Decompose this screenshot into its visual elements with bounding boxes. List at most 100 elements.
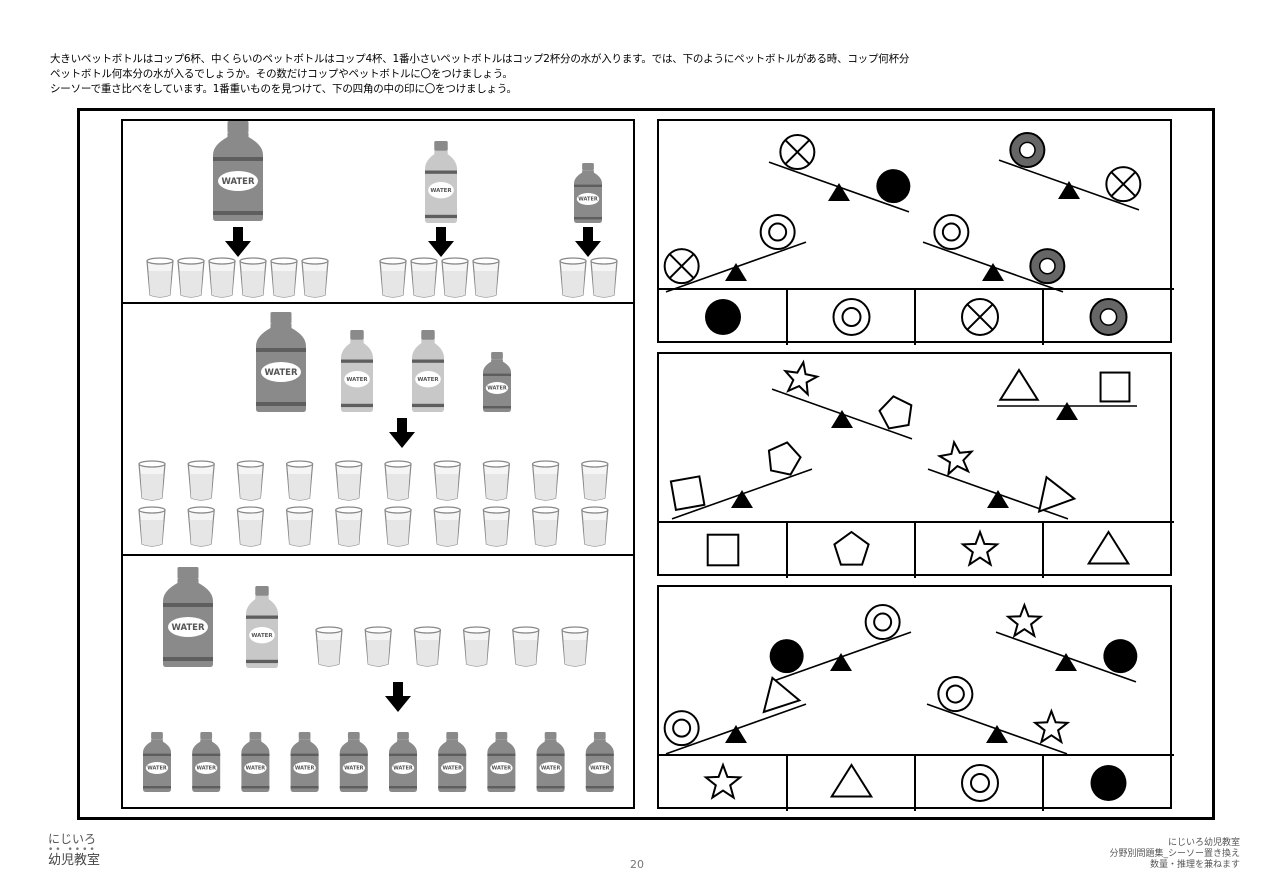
seesaw-panel-1: [657, 119, 1174, 345]
bottle-label: WATER: [246, 766, 266, 772]
answer-cell-star[interactable]: [917, 523, 1043, 576]
star-icon: [960, 529, 1000, 567]
cup-icon: [441, 257, 469, 298]
cup-icon: [187, 506, 215, 547]
black-circle-icon: [769, 639, 804, 674]
bottle-small-icon: WATER: [241, 732, 270, 792]
bottle-small-icon: WATER: [487, 732, 516, 792]
answer-cell-pentagon[interactable]: [789, 523, 915, 576]
seesaw: [663, 676, 807, 755]
cup-icon: [146, 257, 174, 298]
seesaw-plank: [665, 703, 807, 755]
seesaw: [663, 214, 807, 293]
footer-credit-3: 数量・推理を兼ねます: [1149, 860, 1240, 870]
bottle-small-icon: WATER: [536, 732, 565, 792]
cup-icon: [236, 460, 265, 501]
triangle-icon: [1086, 530, 1131, 565]
cup-icon: [559, 257, 587, 298]
double-circle-icon: [832, 298, 871, 336]
fulcrum-icon: [1055, 653, 1077, 671]
seesaw-plank: [927, 468, 1069, 520]
cup-icon: [138, 460, 166, 501]
seesaw-plank: [665, 241, 807, 293]
fulcrum-icon: [731, 490, 753, 508]
cup-icon: [208, 257, 236, 298]
answer-cell-triangle[interactable]: [789, 756, 915, 809]
cup-icon: [138, 506, 166, 547]
bottle-large-icon: WATER: [163, 567, 213, 667]
bottle-small-icon: WATER: [192, 732, 221, 792]
cup-icon: [482, 506, 511, 547]
cup-icon: [379, 257, 407, 298]
bottle-label: WATER: [196, 766, 216, 772]
pentagon-icon: [833, 530, 870, 566]
star-icon: [936, 439, 975, 477]
cup-icon: [581, 506, 609, 547]
bottle-label: WATER: [295, 766, 315, 772]
answer-cell-double-circle[interactable]: [789, 290, 915, 343]
page-number: 20: [630, 858, 644, 871]
answer-cell-cross-circle[interactable]: [917, 290, 1043, 343]
answer-cell-star[interactable]: [660, 756, 786, 809]
answer-row: [659, 521, 1174, 578]
seesaw: [769, 604, 912, 683]
answer-cell-square[interactable]: [660, 523, 786, 576]
bottle-label: WATER: [393, 766, 413, 772]
double-circle-icon: [864, 604, 901, 641]
footer-credit-2: 分野別問題集_シーソー置き換え: [1109, 849, 1240, 859]
fulcrum-icon: [831, 410, 853, 428]
seesaw-panel-1-drawing: [659, 132, 1174, 345]
answer-row: [659, 288, 1174, 345]
down-arrow-icon: [428, 227, 454, 257]
seesaw-plank: [998, 159, 1140, 211]
cup-icon: [590, 257, 618, 298]
cup-icon: [384, 460, 412, 501]
logo: にじいろ •• •••• 幼児教室: [48, 832, 100, 868]
seesaw: [768, 134, 911, 213]
cup-icon: [512, 626, 540, 667]
pentagon-icon: [767, 441, 802, 476]
bottle-small-icon: WATER: [438, 732, 467, 792]
fulcrum-icon: [725, 725, 747, 743]
bottle-large-icon: WATER: [213, 121, 263, 221]
cup-icon: [482, 460, 511, 501]
seesaw-panel-3-drawing: [659, 602, 1174, 811]
down-arrow-icon: [389, 418, 415, 448]
double-circle-icon: [961, 764, 999, 802]
answer-cell-gray-ring[interactable]: [1046, 290, 1172, 343]
star-icon: [703, 762, 743, 800]
fulcrum-icon: [725, 263, 747, 281]
bottle-small-icon: WATER: [389, 732, 417, 792]
answer-cell-triangle[interactable]: [1046, 523, 1172, 576]
worksheet-frame: [77, 108, 1215, 820]
cup-icon: [315, 626, 343, 667]
triangle-icon: [762, 676, 802, 714]
seesaw-panel-2-drawing: [659, 359, 1174, 578]
seesaw: [995, 602, 1138, 683]
bottle-label: WATER: [578, 197, 598, 203]
logo-line-2: 幼児教室: [48, 853, 101, 868]
answer-cell-black-circle[interactable]: [660, 290, 786, 343]
pentagon-icon: [878, 395, 913, 430]
instruction-line-1: 大きいペットボトルはコップ6杯、中くらいのペットボトルはコップ4杯、1番小さいペ…: [50, 53, 910, 65]
cup-icon: [472, 257, 500, 298]
black-circle-icon: [876, 169, 911, 204]
seesaw-plank: [768, 161, 910, 213]
answer-cell-black-circle[interactable]: [1046, 756, 1172, 809]
cup-icon: [177, 257, 205, 298]
logo-line-1: にじいろ: [48, 832, 97, 846]
triangle-icon: [1037, 475, 1077, 514]
footer-credits: にじいろ幼児教室 分野別問題集_シーソー置き換え 数量・推理を兼ねます: [1109, 838, 1240, 871]
down-arrow-icon: [225, 227, 251, 257]
triangle-icon: [998, 368, 1040, 401]
cup-icon: [433, 460, 461, 501]
answer-cell-double-circle[interactable]: [917, 756, 1043, 809]
seesaw: [998, 132, 1142, 211]
black-circle-icon: [1090, 765, 1127, 801]
bottle-label: WATER: [487, 386, 507, 392]
cup-icon: [285, 506, 314, 547]
bottle-medium-icon: WATER: [341, 330, 373, 412]
